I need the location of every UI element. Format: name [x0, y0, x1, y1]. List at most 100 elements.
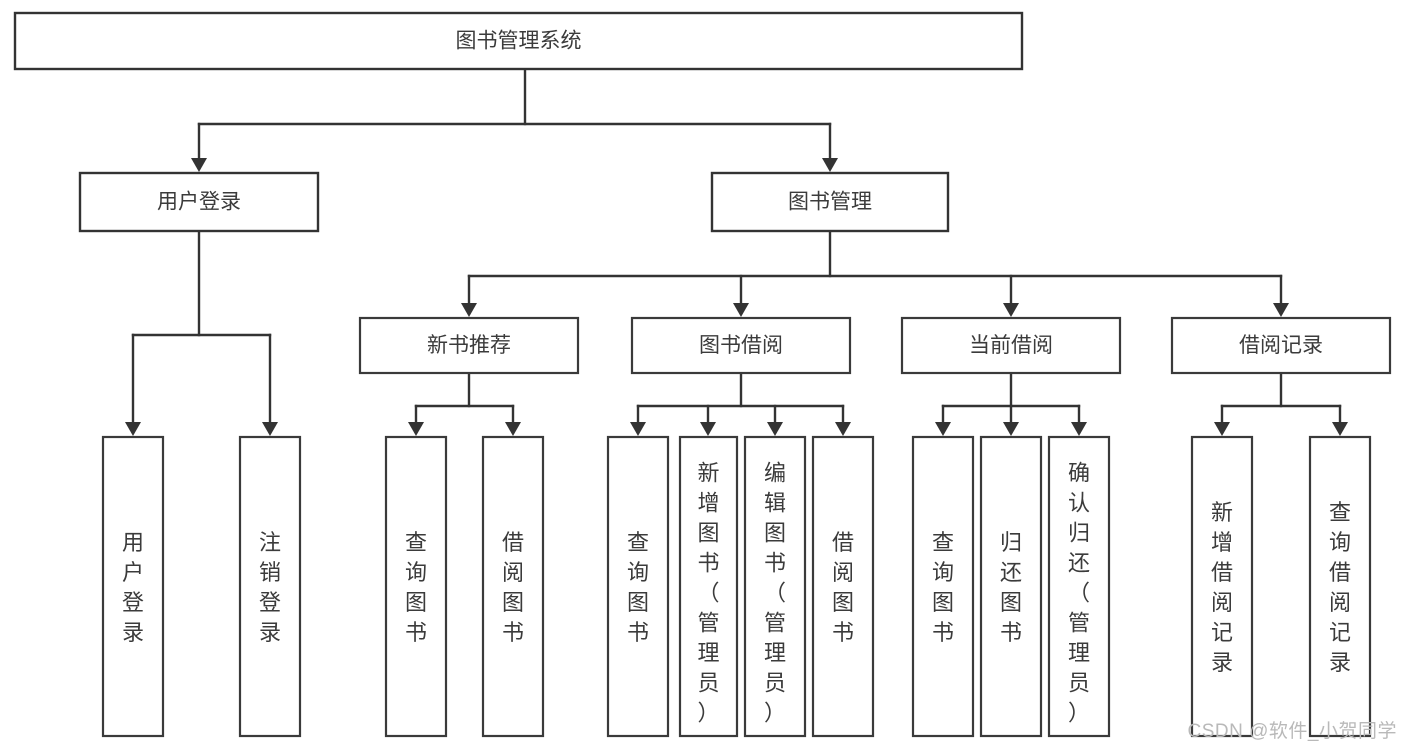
- node-label-char-leaf-add-borrow-record-0: 新: [1211, 500, 1233, 525]
- arrow-leaf-q1: [408, 422, 424, 436]
- node-label-char-leaf-query-borrow-record-2: 借: [1329, 560, 1351, 585]
- node-label-char-leaf-logout-1: 销: [259, 560, 281, 585]
- node-label-char-leaf-add-book-6: 理: [697, 640, 719, 665]
- node-label-char-leaf-query-book-recommend-0: 查: [405, 530, 427, 555]
- node-label-current-borrow: 当前借阅: [969, 334, 1053, 357]
- node-leaf-user-login[interactable]: 用户登录: [101, 435, 165, 738]
- node-label-char-leaf-confirm-return-5: 管: [1068, 610, 1090, 635]
- node-label-char-leaf-edit-book-0: 编: [764, 460, 786, 485]
- node-label-char-leaf-add-book-7: 员: [697, 670, 719, 695]
- node-label-char-leaf-return-book-0: 归: [1000, 530, 1022, 555]
- node-label-char-leaf-query-book-borrow-1: 询: [627, 560, 649, 585]
- node-label-char-leaf-query-borrow-record-4: 记: [1329, 620, 1351, 645]
- arrow-leaf-qrec: [1332, 422, 1348, 436]
- node-label-char-leaf-edit-book-6: 理: [764, 640, 786, 665]
- csdn-watermark: CSDN @软件_小贺同学: [1187, 721, 1397, 742]
- node-label-char-leaf-confirm-return-7: 员: [1068, 670, 1090, 695]
- node-box-leaf-logout: [238, 435, 302, 738]
- node-label-char-leaf-confirm-return-3: 还: [1068, 550, 1090, 575]
- arrow-leaf-return: [1003, 422, 1019, 436]
- node-user-login[interactable]: 用户登录: [78, 171, 320, 233]
- node-label-char-leaf-borrow-book-1: 阅: [832, 560, 854, 585]
- node-label-char-leaf-query-book-current-2: 图: [932, 590, 954, 615]
- node-label-char-leaf-add-borrow-record-2: 借: [1211, 560, 1233, 585]
- node-label-char-leaf-edit-book-3: 书: [764, 550, 786, 575]
- arrow-book-management: [822, 158, 838, 172]
- node-label-char-leaf-add-book-8: ）: [697, 700, 719, 725]
- node-box-book-borrow: [630, 316, 852, 375]
- node-label-char-leaf-add-book-1: 增: [697, 490, 719, 515]
- node-label-char-leaf-query-borrow-record-3: 阅: [1329, 590, 1351, 615]
- node-borrow-record[interactable]: 借阅记录: [1170, 316, 1392, 375]
- node-label-char-leaf-confirm-return-8: ）: [1068, 700, 1090, 725]
- node-box-leaf-borrow-book-recommend: [481, 435, 545, 738]
- node-label-root: 图书管理系统: [456, 30, 582, 53]
- node-label-char-leaf-confirm-return-1: 认: [1068, 490, 1090, 515]
- node-label-char-leaf-borrow-book-recommend-0: 借: [502, 530, 524, 555]
- arrow-leaf-edit: [767, 422, 783, 436]
- arrow-leaf-add: [700, 422, 716, 436]
- node-new-book-recommend[interactable]: 新书推荐: [358, 316, 580, 375]
- node-label-char-leaf-user-login-3: 录: [122, 620, 144, 645]
- node-label-char-leaf-query-borrow-record-0: 查: [1329, 500, 1351, 525]
- node-label-char-leaf-add-book-3: 书: [697, 550, 719, 575]
- node-box-leaf-return-book: [979, 435, 1043, 738]
- arrow-recommend: [461, 303, 477, 317]
- node-book-borrow[interactable]: 图书借阅: [630, 316, 852, 375]
- node-box-borrow-record: [1170, 316, 1392, 375]
- node-label-book-management: 图书管理: [788, 191, 872, 214]
- arrow-leaf-addrec: [1214, 422, 1230, 436]
- node-label-char-leaf-logout-0: 注: [259, 530, 281, 555]
- node-current-borrow[interactable]: 当前借阅: [900, 316, 1122, 375]
- arrow-heads-layer: [125, 158, 1348, 436]
- node-box-root: [13, 11, 1024, 71]
- arrow-leaf-user-login: [125, 422, 141, 436]
- node-label-char-leaf-query-book-current-0: 查: [932, 530, 954, 555]
- node-label-char-leaf-edit-book-1: 辑: [764, 490, 786, 515]
- node-label-char-leaf-borrow-book-0: 借: [832, 530, 854, 555]
- node-label-char-leaf-edit-book-5: 管: [764, 610, 786, 635]
- node-label-char-leaf-return-book-2: 图: [1000, 590, 1022, 615]
- node-book-management[interactable]: 图书管理: [710, 171, 950, 233]
- node-box-user-login: [78, 171, 320, 233]
- node-label-char-leaf-query-book-borrow-3: 书: [627, 620, 649, 645]
- node-label-char-leaf-add-borrow-record-1: 增: [1211, 530, 1233, 555]
- node-label-char-leaf-logout-3: 录: [259, 620, 281, 645]
- node-label-char-leaf-add-book-0: 新: [697, 460, 719, 485]
- node-label-char-leaf-query-borrow-record-1: 询: [1329, 530, 1351, 555]
- arrow-user-login: [191, 158, 207, 172]
- node-label-char-leaf-confirm-return-2: 归: [1068, 520, 1090, 545]
- node-label-char-leaf-add-borrow-record-4: 记: [1211, 620, 1233, 645]
- arrow-leaf-b1: [505, 422, 521, 436]
- arrow-borrow: [733, 303, 749, 317]
- node-box-leaf-user-login: [101, 435, 165, 738]
- node-label-user-login: 用户登录: [157, 191, 241, 214]
- node-root[interactable]: 图书管理系统: [13, 11, 1024, 71]
- node-box-leaf-query-book-recommend: [384, 435, 448, 738]
- arrow-leaf-confirm: [1071, 422, 1087, 436]
- node-label-char-leaf-borrow-book-3: 书: [832, 620, 854, 645]
- node-label-char-leaf-return-book-3: 书: [1000, 620, 1022, 645]
- arrow-leaf-q3: [935, 422, 951, 436]
- node-label-char-leaf-add-book-4: （: [697, 580, 719, 605]
- connectors-layer: [131, 67, 1342, 426]
- node-label-char-leaf-user-login-1: 户: [122, 560, 144, 585]
- node-label-char-leaf-query-book-borrow-0: 查: [627, 530, 649, 555]
- node-label-book-borrow: 图书借阅: [699, 334, 783, 357]
- node-label-char-leaf-query-book-recommend-2: 图: [405, 590, 427, 615]
- node-label-char-leaf-borrow-book-recommend-1: 阅: [502, 560, 524, 585]
- arrow-leaf-logout: [262, 422, 278, 436]
- node-box-leaf-confirm-return: [1047, 435, 1111, 738]
